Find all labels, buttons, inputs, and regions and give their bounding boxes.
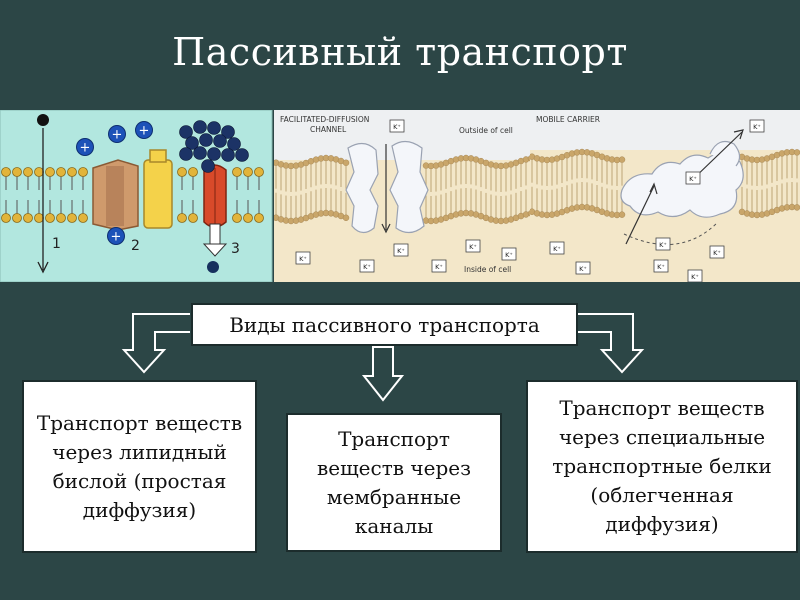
channel-heading-line1: FACILITATED-DIFFUSION (280, 115, 369, 124)
arrow-left (121, 313, 190, 374)
channel-heading-line2: CHANNEL (310, 125, 347, 134)
svg-text:K⁺: K⁺ (579, 265, 587, 273)
cation-icon (135, 121, 153, 139)
svg-text:K⁺: K⁺ (691, 273, 699, 281)
svg-text:K⁺: K⁺ (505, 251, 513, 259)
svg-text:K⁺: K⁺ (553, 245, 561, 253)
svg-text:+: + (80, 141, 91, 156)
arrow-center (361, 346, 405, 402)
potassium-ions: K⁺ K⁺ K⁺ K⁺ K⁺ K⁺ K⁺ (295, 119, 517, 273)
positive-ions: + + + + (76, 121, 153, 245)
carrier-heading: MOBILE CARRIER (536, 115, 600, 124)
svg-text:K⁺: K⁺ (363, 263, 371, 271)
lipid-bilayer (274, 154, 532, 225)
carrier-protein (620, 152, 744, 218)
svg-text:K⁺: K⁺ (713, 249, 721, 257)
cation-icon (108, 125, 126, 143)
channel-protein (345, 142, 379, 234)
svg-text:K⁺: K⁺ (393, 123, 401, 131)
panel-mobile-carrier: MOBILE CARRIER K⁺ K⁺ K⁺ K⁺ K⁺ K⁺ K⁺ K⁺ (530, 110, 800, 282)
arrow-right (578, 313, 645, 374)
membrane-illustration: + + + + 1 2 3 FACILITATED-DIFFUSION CHANNEL… (0, 110, 800, 282)
label-1: 1 (52, 236, 61, 252)
svg-text:+: + (139, 124, 150, 139)
cation-icon (76, 138, 94, 156)
lipid-bilayer (1, 167, 264, 223)
lipid-bilayer (530, 148, 800, 219)
svg-text:K⁺: K⁺ (299, 255, 307, 263)
panel-diffusion-channel: FACILITATED-DIFFUSION CHANNEL Outside of… (274, 110, 532, 282)
outside-label: Outside of cell (459, 126, 513, 135)
svg-text:K⁺: K⁺ (469, 243, 477, 251)
passive-transport-types-box: Виды пассивного транспорта (191, 303, 578, 346)
molecule-cluster (179, 120, 249, 173)
svg-text:K⁺: K⁺ (659, 241, 667, 249)
svg-text:K⁺: K⁺ (689, 175, 697, 183)
facilitated-diffusion-box: Транспорт веществ через специальные тран… (526, 380, 798, 553)
carrier-protein-yellow (143, 159, 173, 229)
label-2: 2 (131, 238, 140, 254)
simple-diffusion-box: Транспорт веществ через липидный бислой … (22, 380, 257, 553)
potassium-ions: K⁺ K⁺ K⁺ K⁺ K⁺ K⁺ K⁺ K⁺ (549, 119, 765, 282)
page-title: Пассивный транспорт (172, 30, 628, 74)
label-3: 3 (231, 241, 240, 257)
svg-text:K⁺: K⁺ (435, 263, 443, 271)
panel-simple-diffusion: + + + + 1 2 3 (0, 110, 273, 282)
inside-label: Inside of cell (464, 265, 511, 274)
svg-text:K⁺: K⁺ (397, 247, 405, 255)
svg-text:K⁺: K⁺ (657, 263, 665, 271)
cation-icon (107, 227, 125, 245)
small-molecule (37, 114, 49, 126)
svg-text:+: + (112, 128, 123, 143)
svg-text:+: + (111, 230, 122, 245)
membrane-channels-box: Транспорт веществ через мембранные канал… (286, 413, 502, 552)
svg-text:K⁺: K⁺ (753, 123, 761, 131)
